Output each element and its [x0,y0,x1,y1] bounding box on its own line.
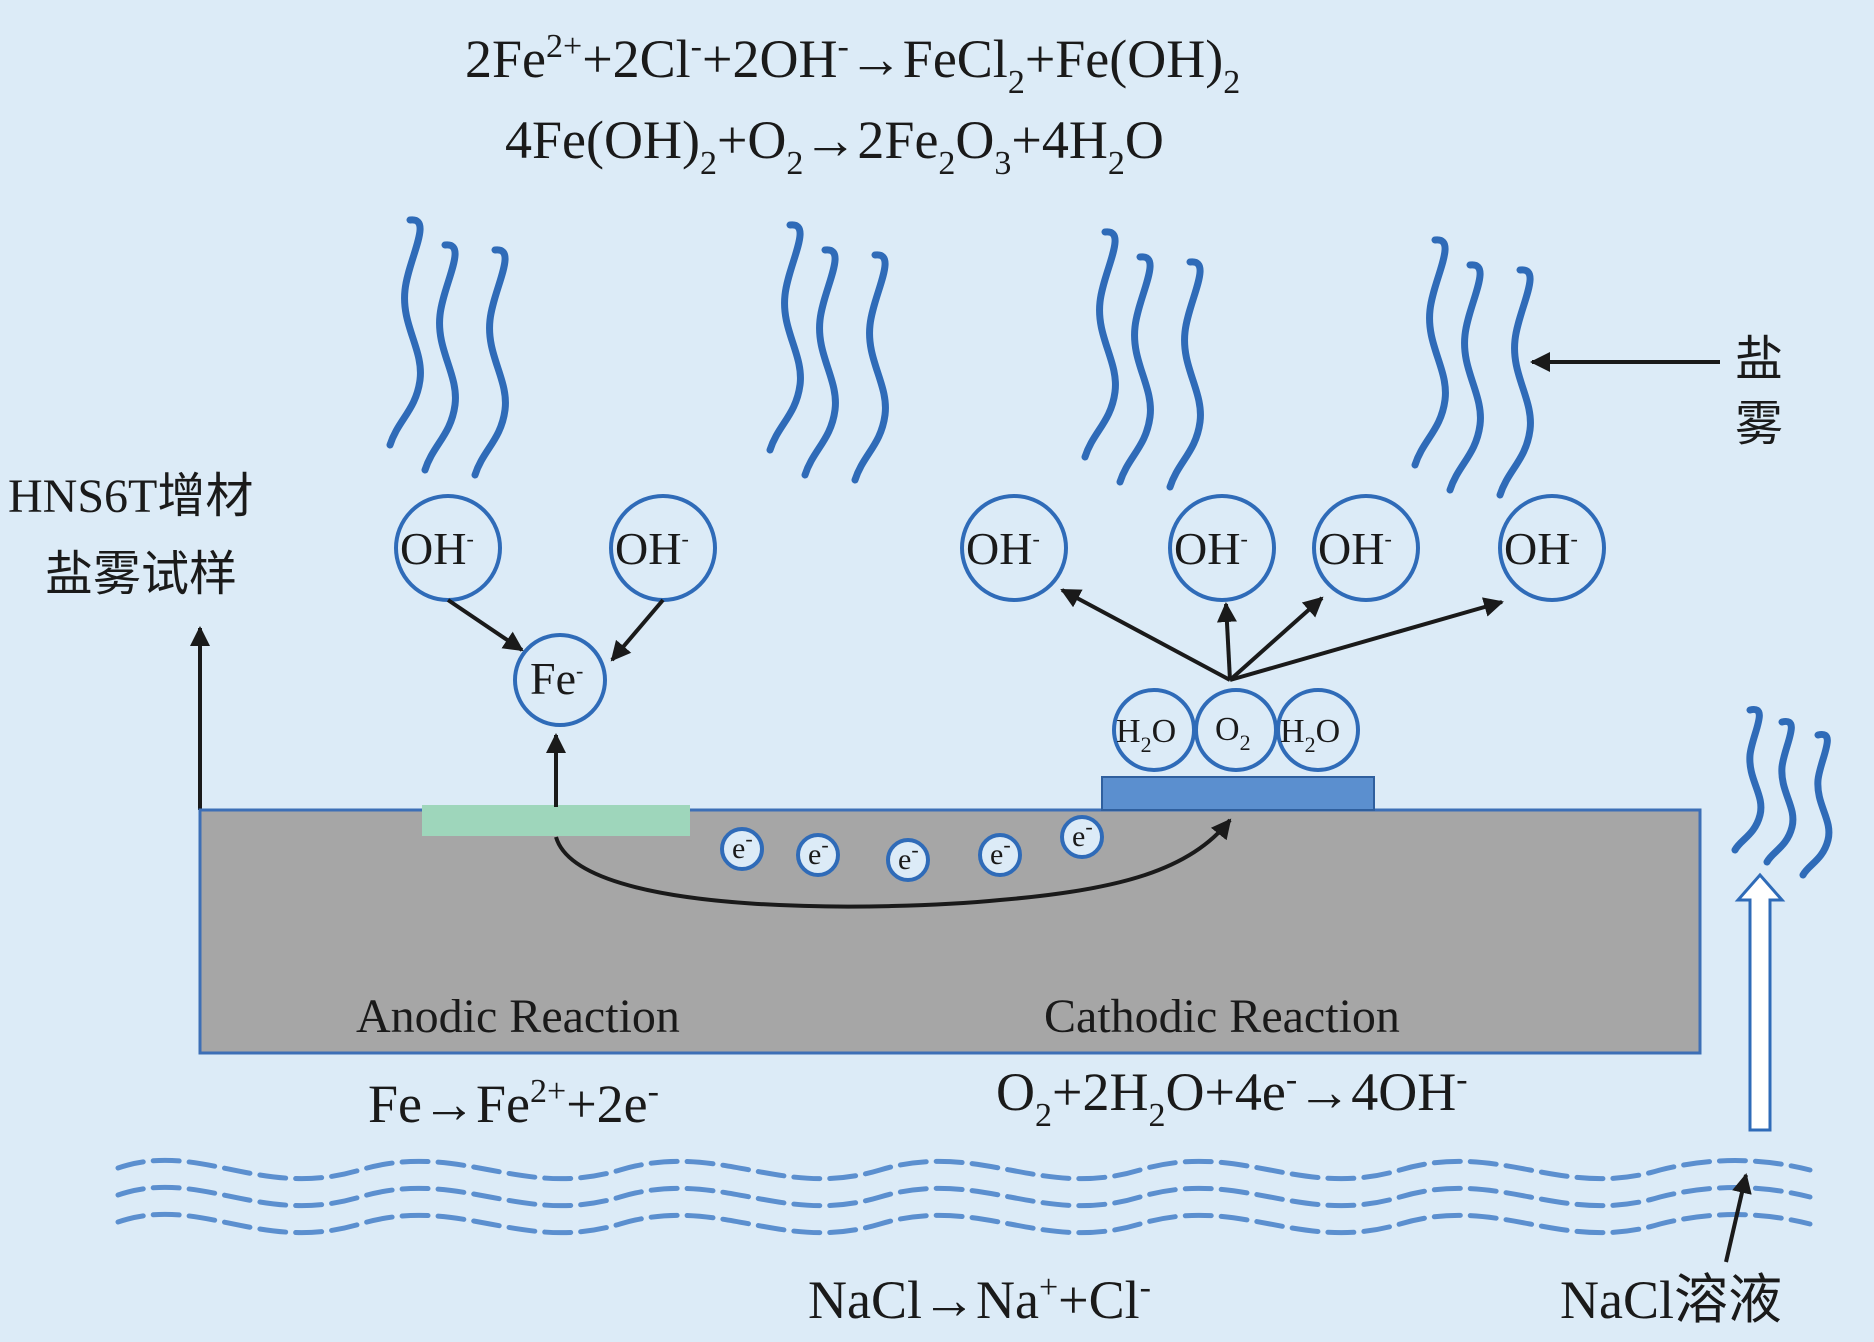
oh-ion-cathode-1: OH- [960,494,1068,602]
h2o-molecule-1: H2O [1112,688,1196,772]
electron-flow-arrow [554,818,1232,909]
svg-text:e-: e- [808,832,829,871]
salt-fog-wisp-small [1731,706,1833,879]
electron-4: e- [978,832,1022,877]
anodic-equation: Fe→Fe2++2e- [368,1073,659,1134]
nacl-solution-arrow [1724,1173,1752,1263]
o2-molecule: O2 [1194,688,1278,772]
svg-text:Fe-: Fe- [530,653,583,704]
svg-text:H2O: H2O [1116,713,1176,757]
evaporation-arrow [1734,872,1786,1132]
equation-line-2: 4Fe(OH)2+O2→2Fe2O3+4H2O [505,110,1164,182]
nacl-dissociation-equation: NaCl→Na++Cl- [808,1269,1151,1330]
svg-text:e-: e- [1072,814,1093,853]
oh-to-fe-arrow-2 [610,598,665,662]
electron-3: e- [886,837,930,882]
oh-ion-cathode-4: OH- [1498,494,1606,602]
svg-text:OH-: OH- [615,523,689,574]
svg-text:e-: e- [898,837,919,876]
svg-text:OH-: OH- [1318,523,1392,574]
electron-2: e- [796,832,840,877]
fe-ion: Fe- [513,633,607,727]
metal-sample [198,808,1702,1055]
oh-to-fe-arrow-1 [446,598,524,652]
electron-5: e- [1060,814,1104,859]
oh-ion-anode-1: OH- [394,494,502,602]
nacl-solution-label: NaCl溶液 [1560,1270,1782,1330]
equation-line-1: 2Fe2++2Cl-+2OH-→FeCl2+Fe(OH)2 [465,28,1240,101]
cathodic-reaction-title: Cathodic Reaction [1044,990,1400,1043]
electron-1: e- [720,826,764,871]
svg-text:OH-: OH- [400,523,474,574]
anode-patch [422,805,690,836]
salt-fog-label-1: 盐 [1735,333,1783,386]
sample-label-1: HNS6T增材 [8,470,253,523]
svg-text:OH-: OH- [1174,523,1248,574]
cathodic-equation: O2+2H2O+4e-→4OH- [996,1061,1468,1134]
h2o-molecule-2: H2O [1276,688,1360,772]
oh-ion-anode-2: OH- [609,494,717,602]
svg-text:e-: e- [732,826,753,865]
svg-text:OH-: OH- [966,523,1040,574]
anodic-reaction-title: Anodic Reaction [356,990,680,1043]
sample-label-2: 盐雾试样 [45,548,237,601]
nacl-solution-waves [115,1157,1813,1236]
svg-text:O2: O2 [1215,711,1251,755]
cathode-patch [1101,776,1375,811]
oh-ion-cathode-2: OH- [1168,494,1276,602]
svg-text:H2O: H2O [1280,713,1340,757]
svg-text:e-: e- [990,832,1011,871]
svg-text:OH-: OH- [1504,523,1578,574]
cathode-product-arrows [1060,588,1504,682]
oh-ion-cathode-3: OH- [1312,494,1420,602]
salt-fog-label-2: 雾 [1735,398,1783,451]
